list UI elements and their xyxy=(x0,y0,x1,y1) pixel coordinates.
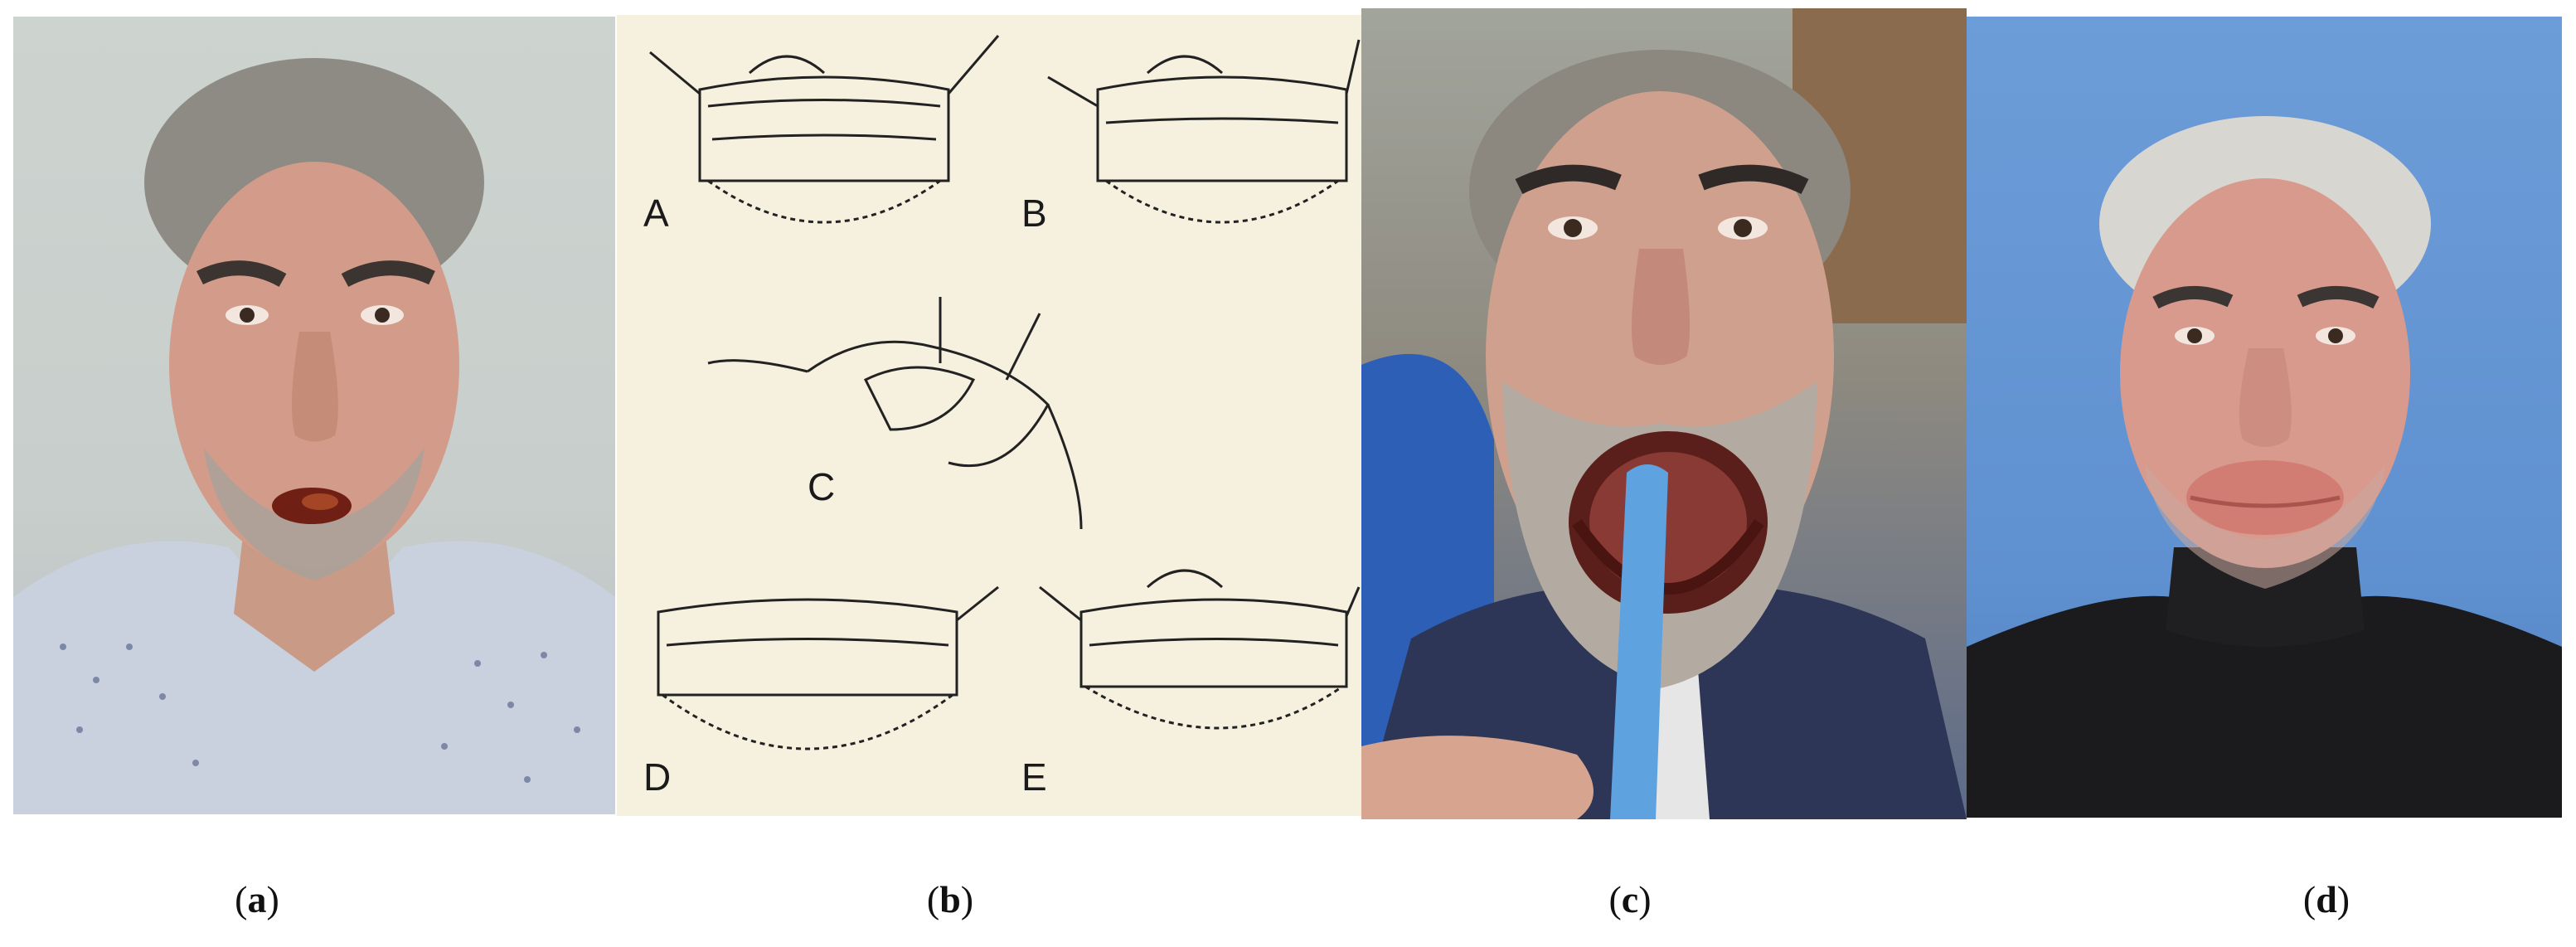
diagram-label-e: E xyxy=(1021,755,1047,799)
caption-c: (c) xyxy=(1608,878,1652,920)
caption-c-letter: c xyxy=(1621,878,1639,920)
diagram-label-b: B xyxy=(1021,192,1047,235)
caption-b: (b) xyxy=(926,878,974,920)
caption-d: (d) xyxy=(2302,878,2350,920)
photo-panel-a xyxy=(13,17,615,814)
diagram-step-e xyxy=(1039,569,1361,730)
diagram-step-c xyxy=(707,297,1083,530)
photo-panel-d xyxy=(1967,17,2562,818)
diagram-step-b xyxy=(1047,39,1361,224)
diagram-step-d xyxy=(657,585,999,750)
diagram-label-a: A xyxy=(643,192,669,235)
diagram-label-c: C xyxy=(808,465,836,508)
illustration-panel-b: A B C D E xyxy=(617,15,1363,816)
caption-d-letter: d xyxy=(2316,878,2337,920)
patient-photo-preop xyxy=(13,58,615,814)
patient-photo-followup xyxy=(1967,116,2562,818)
caption-b-letter: b xyxy=(939,878,961,920)
lip-reconstruction-diagram xyxy=(649,35,1361,750)
caption-a-letter: a xyxy=(247,878,267,920)
patient-photo-postop-open-mouth xyxy=(1361,8,1967,819)
caption-a: (a) xyxy=(235,878,279,920)
diagram-step-a xyxy=(649,35,1000,224)
photo-panel-c xyxy=(1361,8,1967,819)
diagram-label-d: D xyxy=(643,755,672,799)
